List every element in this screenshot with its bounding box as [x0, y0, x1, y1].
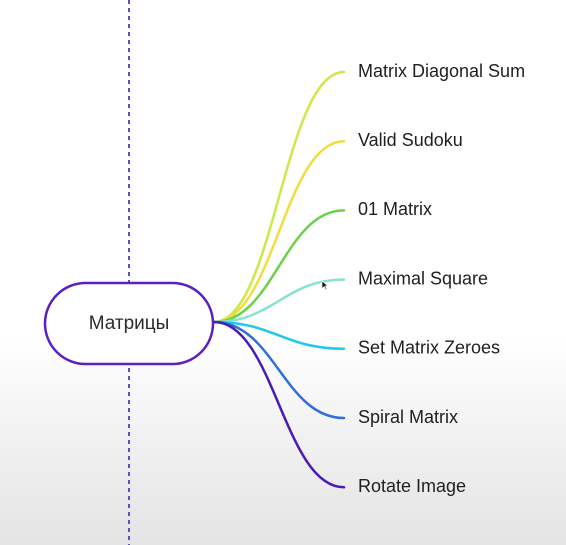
branch-node-label[interactable]: Set Matrix Zeroes [358, 338, 500, 358]
branch-connector [212, 320, 346, 489]
root-node-shape[interactable] [43, 281, 215, 366]
branch-connector [212, 70, 346, 324]
branch-connector [212, 139, 346, 324]
root-node-label[interactable]: Матрицы [89, 313, 170, 334]
branch-node-label[interactable]: Spiral Matrix [358, 407, 458, 427]
branch-connector [212, 278, 346, 324]
arrow-cursor-icon [321, 280, 329, 291]
branch-node-label[interactable]: 01 Matrix [358, 199, 432, 219]
root-node[interactable]: Матрицы [43, 281, 215, 366]
branch-node-label[interactable]: Matrix Diagonal Sum [358, 61, 525, 81]
branch-connector [212, 209, 346, 324]
branch-connector [212, 320, 346, 351]
branch-connector [212, 320, 346, 420]
branch-node-label[interactable]: Valid Sudoku [358, 130, 463, 150]
branch-node-label[interactable]: Maximal Square [358, 268, 488, 288]
branch-node-label[interactable]: Rotate Image [358, 476, 466, 496]
